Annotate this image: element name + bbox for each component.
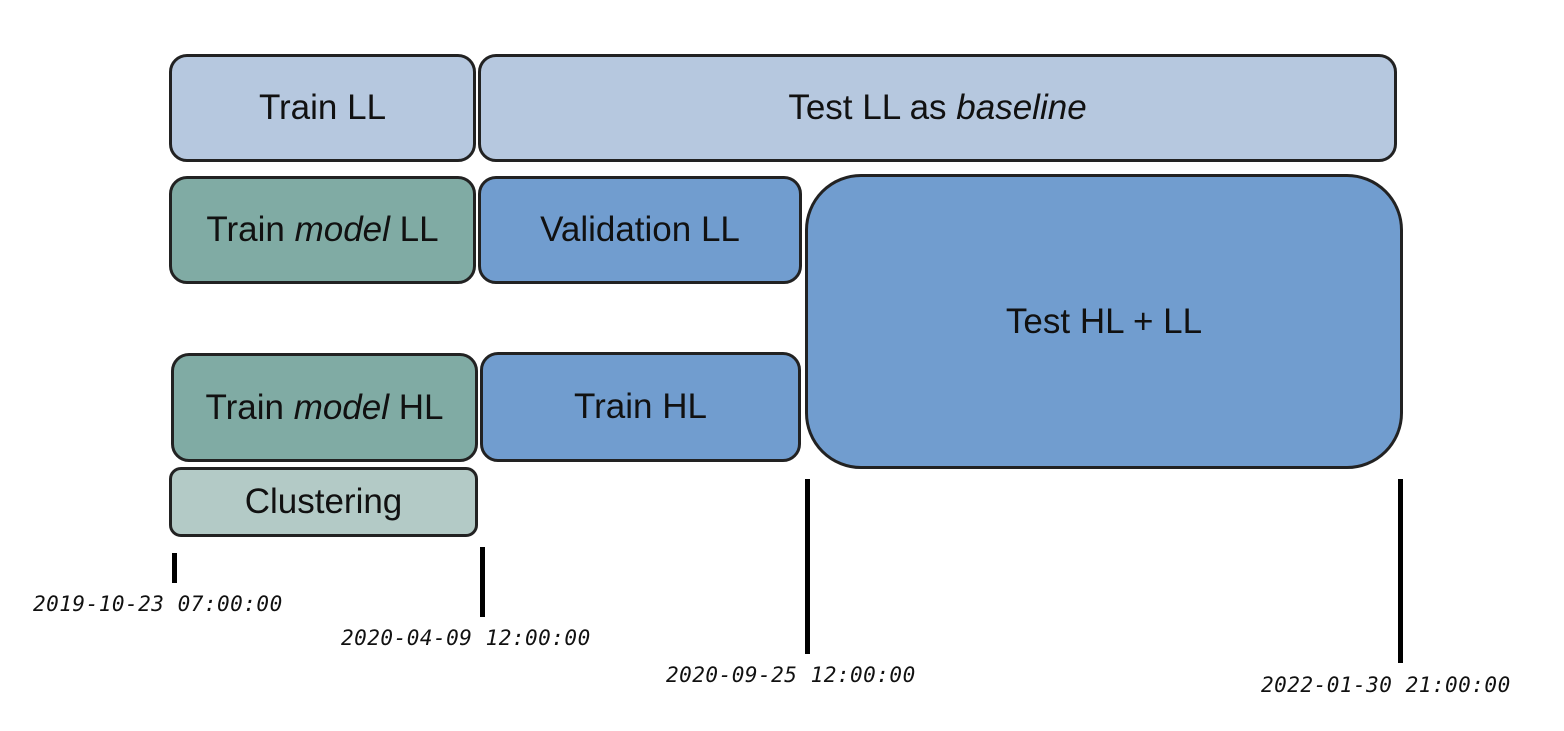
timeline-date-3: 2020-09-25 12:00:00 [666,663,916,687]
train-hl-block: Train HL [480,352,801,462]
test-ll-baseline-label: Test LL as baseline [788,88,1087,127]
timeline-date-2: 2020-04-09 12:00:00 [341,626,591,650]
test-hl-ll-block: Test HL + LL [805,174,1403,469]
clustering-block: Clustering [169,467,478,537]
timeline-tick-2 [480,547,485,617]
timeline-tick-1 [172,553,177,583]
clustering-label: Clustering [244,482,403,521]
test-ll-baseline-block: Test LL as baseline [478,54,1397,162]
train-model-ll-label: Train model LL [206,210,439,249]
train-model-ll-block: Train model LL [169,176,476,284]
train-ll-label: Train LL [258,88,387,127]
train-hl-label: Train HL [574,387,707,426]
validation-ll-label: Validation LL [540,210,740,249]
train-ll-block: Train LL [169,54,476,162]
timeline-date-4: 2022-01-30 21:00:00 [1261,673,1511,697]
timeline-tick-3 [805,479,810,654]
timeline-date-1: 2019-10-23 07:00:00 [33,592,283,616]
timeline-tick-4 [1398,479,1403,663]
test-hl-ll-label: Test HL + LL [1005,301,1203,341]
train-model-hl-label: Train model HL [205,387,444,427]
validation-ll-block: Validation LL [478,176,802,284]
train-model-hl-block: Train model HL [171,353,478,462]
